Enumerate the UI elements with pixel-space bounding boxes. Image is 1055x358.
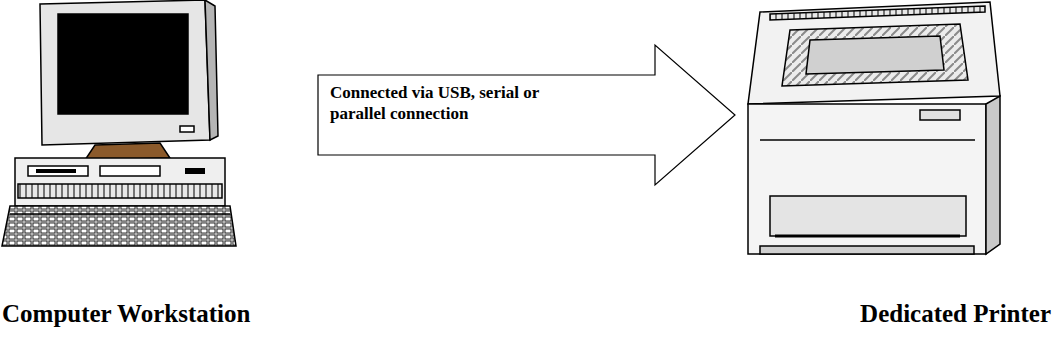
block-arrow <box>318 45 735 185</box>
computer-illustration <box>2 0 236 246</box>
device-caption: Dedicated Printer <box>860 300 1051 329</box>
printer-node: Dedicated Printer <box>735 0 1055 358</box>
computer-node: Computer Workstation <box>0 0 318 358</box>
connection-label: Connected via USB, serial or parallel co… <box>330 82 575 125</box>
printer-illustration <box>748 2 1000 254</box>
device-caption: Computer Workstation <box>2 300 250 329</box>
